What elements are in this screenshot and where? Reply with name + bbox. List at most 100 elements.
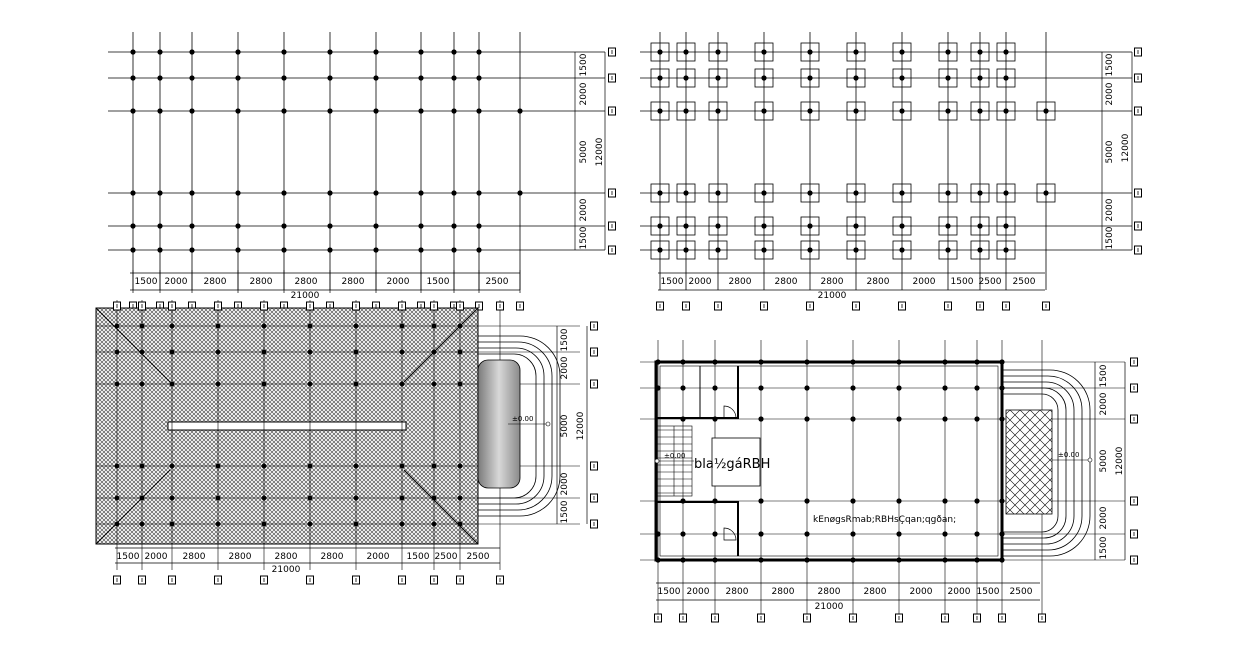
footing-square <box>996 183 1016 203</box>
axis-bubble-icon <box>260 575 268 585</box>
column-dot <box>712 359 718 365</box>
column-dot <box>680 416 686 422</box>
footing-square <box>970 240 990 260</box>
footing-square <box>650 101 670 121</box>
column-dot <box>945 49 951 55</box>
column-dot <box>451 223 457 229</box>
column-dot <box>373 247 379 253</box>
column-dot <box>657 247 663 253</box>
column-dot <box>758 385 764 391</box>
column-dot <box>942 359 948 365</box>
column-dot <box>281 108 287 114</box>
column-dot <box>655 385 661 391</box>
entrance-pavilion: ±0.00 <box>477 335 561 517</box>
footing-square <box>650 42 670 62</box>
hall-label: kEnøgsRmab;RBHsÇqan;qgðan; <box>813 515 956 525</box>
column-dot <box>476 49 482 55</box>
column-dot <box>189 190 195 196</box>
axis-bubble-icon <box>654 357 1138 623</box>
column-dot <box>476 223 482 229</box>
column-dot <box>157 49 163 55</box>
column-dot <box>373 223 379 229</box>
dim-y-2: 2000 <box>579 82 589 105</box>
column-dot <box>853 108 859 114</box>
column-dot <box>899 247 905 253</box>
column-dot <box>431 349 437 355</box>
column-dot <box>853 49 859 55</box>
canopy-crosshatch <box>1005 409 1053 515</box>
dim-x-7: 2000 <box>387 277 410 287</box>
footing-square <box>892 240 912 260</box>
footing-square <box>970 42 990 62</box>
footing-square <box>938 240 958 260</box>
column-dot <box>517 190 523 196</box>
column-dot <box>353 349 359 355</box>
axis-bubble-icon <box>430 575 438 585</box>
axis-bubble-icon <box>1130 555 1138 565</box>
column-dot <box>942 416 948 422</box>
footing-square <box>846 183 866 203</box>
dim-x-5: 2800 <box>275 552 298 562</box>
column-dot <box>853 223 859 229</box>
dim-x-3: 2800 <box>204 277 227 287</box>
column-dot <box>850 359 856 365</box>
dim-x-total: 21000 <box>272 565 301 575</box>
footing-square <box>754 183 774 203</box>
column-dot <box>804 557 810 563</box>
column-dot <box>418 247 424 253</box>
column-dot <box>235 190 241 196</box>
footing-square <box>970 101 990 121</box>
vertical-dimension-column: 1500 2000 5000 2000 1500 12000 <box>1101 52 1133 250</box>
footing-square <box>754 68 774 88</box>
room-label: bla½gáRBH <box>694 457 770 472</box>
grid-lines <box>108 32 605 290</box>
column-dot <box>807 49 813 55</box>
column-dot <box>114 323 120 329</box>
column-dot <box>853 247 859 253</box>
dim-x-9: 2500 <box>486 277 509 287</box>
dim-y-1: 1500 <box>1099 364 1109 387</box>
column-dot <box>1043 190 1049 196</box>
dim-x-8: 1500 <box>427 277 450 287</box>
axis-bubble-icon <box>260 301 268 311</box>
column-dot <box>261 463 267 469</box>
axis-bubble-icon <box>590 321 598 331</box>
footing-square <box>846 240 866 260</box>
column-dot <box>327 49 333 55</box>
column-dot <box>399 521 405 527</box>
column-dot <box>169 349 175 355</box>
footing-squares <box>650 42 1056 260</box>
column-dot <box>715 108 721 114</box>
column-dot <box>712 498 718 504</box>
roof-hip-lines <box>95 307 479 545</box>
footing-square <box>676 101 696 121</box>
dim-x-3: 2800 <box>726 587 749 597</box>
footing-square <box>650 183 670 203</box>
column-dot <box>399 381 405 387</box>
dim-y-4: 2000 <box>1099 506 1109 529</box>
dim-x-9: 1500 <box>977 587 1000 597</box>
column-dot <box>761 190 767 196</box>
column-dot <box>715 49 721 55</box>
axis-bubble-icon <box>214 575 222 585</box>
dim-x-total: 21000 <box>818 291 847 301</box>
column-dot <box>683 108 689 114</box>
axis-bubble-icon <box>714 301 722 311</box>
column-dot <box>399 463 405 469</box>
column-dot <box>945 190 951 196</box>
dim-y-3: 5000 <box>579 140 589 163</box>
column-dot <box>130 108 136 114</box>
column-dot <box>281 190 287 196</box>
column-dot <box>307 521 313 527</box>
dim-x-8: 2000 <box>948 587 971 597</box>
horizontal-dimension-row: 1500 2000 2800 2800 2800 2800 2000 1500 … <box>130 270 521 301</box>
column-dot <box>977 190 983 196</box>
axis-bubble-icon <box>352 301 360 311</box>
column-dot <box>896 498 902 504</box>
footing-square <box>754 101 774 121</box>
column-dot <box>169 381 175 387</box>
column-dot <box>680 385 686 391</box>
stair: ±0.00 <box>654 425 694 497</box>
column-dot <box>399 323 405 329</box>
